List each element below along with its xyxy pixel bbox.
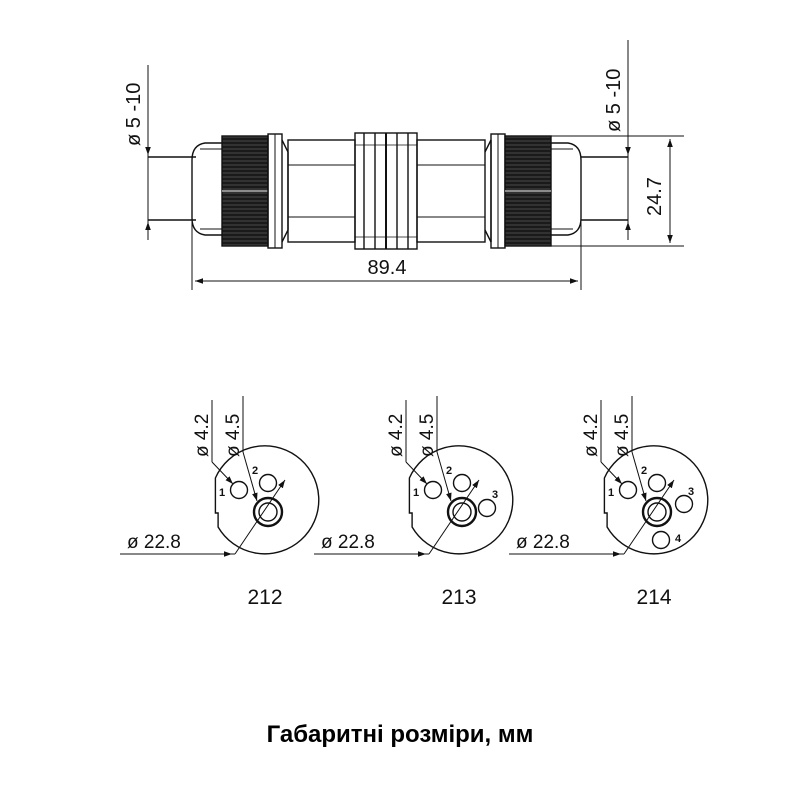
length-label: 89.4	[368, 257, 407, 279]
pin-2-label: 2	[446, 465, 452, 477]
pin-3-label: 3	[688, 486, 694, 498]
hole-dia-label: ø 4.5	[223, 414, 244, 457]
outer-dia-leader	[234, 479, 286, 555]
hole-dia-label: ø 4.5	[612, 414, 633, 457]
outer-dia-leader	[428, 479, 480, 555]
right-hex-body	[416, 139, 486, 243]
pin-dia-label: ø 4.2	[192, 414, 213, 457]
face-view-214: 1 2 3 4 ø 4.2 ø 4.5 ø 22.8 214	[509, 396, 709, 609]
pin-4-label: 4	[675, 533, 682, 545]
outer-dia-label: ø 22.8	[127, 532, 181, 553]
center-coupling	[354, 132, 418, 250]
left-gland-cap	[191, 142, 222, 236]
outer-dia-label: ø 22.8	[516, 532, 570, 553]
left-hex-body	[281, 139, 289, 243]
pin-hole-4	[651, 530, 671, 550]
pin-hole-2	[647, 473, 667, 493]
face-view-213: 1 2 3 ø 4.2 ø 4.5 ø 22.8 213	[314, 396, 514, 609]
connector-side-view	[147, 132, 629, 250]
left-cable	[147, 145, 196, 232]
pin-1-label: 1	[219, 487, 225, 499]
face-view-212: 1 2 ø 4.2 ø 4.5 ø 22.8 212	[120, 396, 320, 609]
right-cable-dia-label: ø 5 -10	[603, 69, 625, 132]
pin-3-label: 3	[492, 489, 498, 501]
left-cable-dia-label: ø 5 -10	[123, 83, 145, 146]
model-code: 214	[636, 586, 671, 609]
height-label: 24.7	[644, 177, 666, 216]
center-contact-outer	[641, 496, 673, 528]
center-contact-outer	[252, 496, 284, 528]
right-gland-cap	[551, 142, 582, 236]
pin-1-label: 1	[413, 487, 419, 499]
pin-2-label: 2	[641, 465, 647, 477]
model-code: 213	[441, 586, 476, 609]
caption: Габаритні розміри, мм	[267, 721, 534, 748]
pin-dia-label: ø 4.2	[581, 414, 602, 457]
right-cable	[581, 145, 629, 232]
pin-hole-1	[618, 480, 638, 500]
pin-hole-2	[452, 473, 472, 493]
face-outline	[214, 445, 320, 555]
pin-hole-1	[229, 480, 249, 500]
model-code: 212	[247, 586, 282, 609]
face-outline	[408, 445, 514, 555]
outer-dia-label: ø 22.8	[321, 532, 375, 553]
pin-hole-1	[423, 480, 443, 500]
pin-1-label: 1	[608, 487, 614, 499]
pin-hole-2	[258, 473, 278, 493]
center-contact-inner	[452, 502, 472, 522]
center-contact-inner	[647, 502, 667, 522]
pin-hole-3	[477, 498, 497, 518]
center-contact-inner	[258, 502, 278, 522]
pin-2-label: 2	[252, 465, 258, 477]
hole-dia-label: ø 4.5	[417, 414, 438, 457]
side-view-dimensions	[145, 40, 684, 290]
outer-dia-leader	[623, 479, 675, 555]
center-contact-outer	[446, 496, 478, 528]
pin-hole-3	[674, 494, 694, 514]
face-outline	[603, 445, 709, 555]
pin-dia-label: ø 4.2	[386, 414, 407, 457]
